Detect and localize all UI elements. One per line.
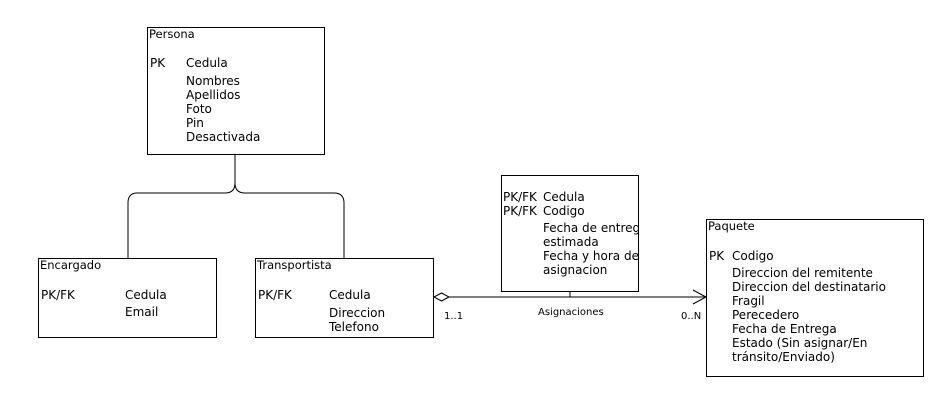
entity-paquete-attr: Fragil: [732, 294, 765, 308]
entity-persona-key-label: PK: [150, 56, 166, 70]
entity-asignacion-key-label-2: PK/FK: [503, 204, 537, 218]
entity-paquete-title: Paquete: [708, 219, 755, 233]
entity-transportista-key-attr: Cedula: [329, 288, 371, 302]
entity-paquete[interactable]: Paquete PK Codigo Direccion del remitent…: [706, 219, 924, 377]
entity-paquete-attr: Perecedero: [732, 308, 800, 322]
entity-transportista-title: Transportista: [257, 258, 332, 272]
entity-asignacion-key-attr-2: Codigo: [543, 204, 585, 218]
entity-asignacion-key-attr-1: Cedula: [543, 190, 585, 204]
entity-persona-attr: Pin: [186, 116, 204, 130]
entity-asignacion-attr: Fecha de entrega: [543, 221, 639, 235]
entity-paquete-attr: Estado (Sin asignar/En: [732, 336, 868, 350]
entity-asignacion-attr: Fecha y hora de: [543, 249, 639, 263]
entity-paquete-attr: Direccion del remitente: [732, 266, 873, 280]
entity-transportista[interactable]: Transportista PK/FK Cedula Direccion Tel…: [255, 258, 434, 338]
entity-paquete-key-attr: Codigo: [732, 249, 774, 263]
aggregation-diamond: [432, 292, 451, 302]
entity-encargado[interactable]: Encargado PK/FK Cedula Email: [38, 258, 217, 338]
entity-persona-key-attr: Cedula: [186, 56, 228, 70]
inheritance-line-encargado: [127, 155, 236, 258]
entity-transportista-attr: Telefono: [329, 320, 379, 334]
entity-encargado-attr: Email: [125, 305, 159, 319]
relationship-name: Asignaciones: [538, 307, 604, 318]
entity-paquete-key-label: PK: [709, 249, 725, 263]
entity-asignacion[interactable]: PK/FK Cedula PK/FK Codigo Fecha de entre…: [501, 175, 639, 292]
entity-asignacion-attr: estimada: [543, 235, 599, 249]
entity-encargado-key-attr: Cedula: [125, 288, 167, 302]
entity-persona-attr: Foto: [186, 102, 212, 116]
relationship-source-cardinality: 1..1: [444, 311, 464, 322]
entity-paquete-attr: Fecha de Entrega: [732, 322, 837, 336]
relationship-target-cardinality: 0..N: [681, 311, 702, 322]
entity-persona[interactable]: Persona PK Cedula Nombres Apellidos Foto…: [147, 27, 325, 155]
entity-asignacion-attr: asignacion: [543, 263, 608, 277]
entity-transportista-attr: Direccion: [329, 306, 386, 320]
entity-persona-attr: Desactivada: [186, 130, 261, 144]
entity-encargado-title: Encargado: [40, 258, 102, 272]
entity-asignacion-key-label-1: PK/FK: [503, 190, 537, 204]
entity-persona-attr: Apellidos: [186, 88, 241, 102]
entity-paquete-attr: Direccion del destinatario: [732, 280, 886, 294]
entity-paquete-attr: tránsito/Enviado): [732, 350, 835, 364]
entity-persona-title: Persona: [149, 27, 195, 41]
entity-persona-attr: Nombres: [186, 74, 240, 88]
entity-encargado-key-label: PK/FK: [41, 288, 75, 302]
entity-transportista-key-label: PK/FK: [258, 288, 292, 302]
inheritance-line-transportista: [234, 182, 345, 258]
